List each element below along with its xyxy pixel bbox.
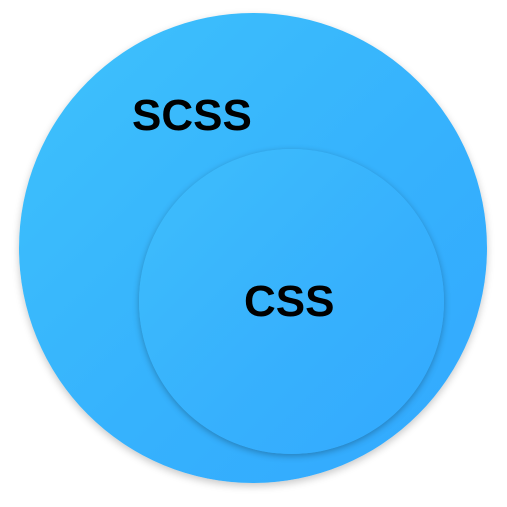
inner-set-label: CSS <box>244 277 335 326</box>
outer-set-label: SCSS <box>132 91 252 140</box>
inner-set-circle <box>139 149 444 454</box>
